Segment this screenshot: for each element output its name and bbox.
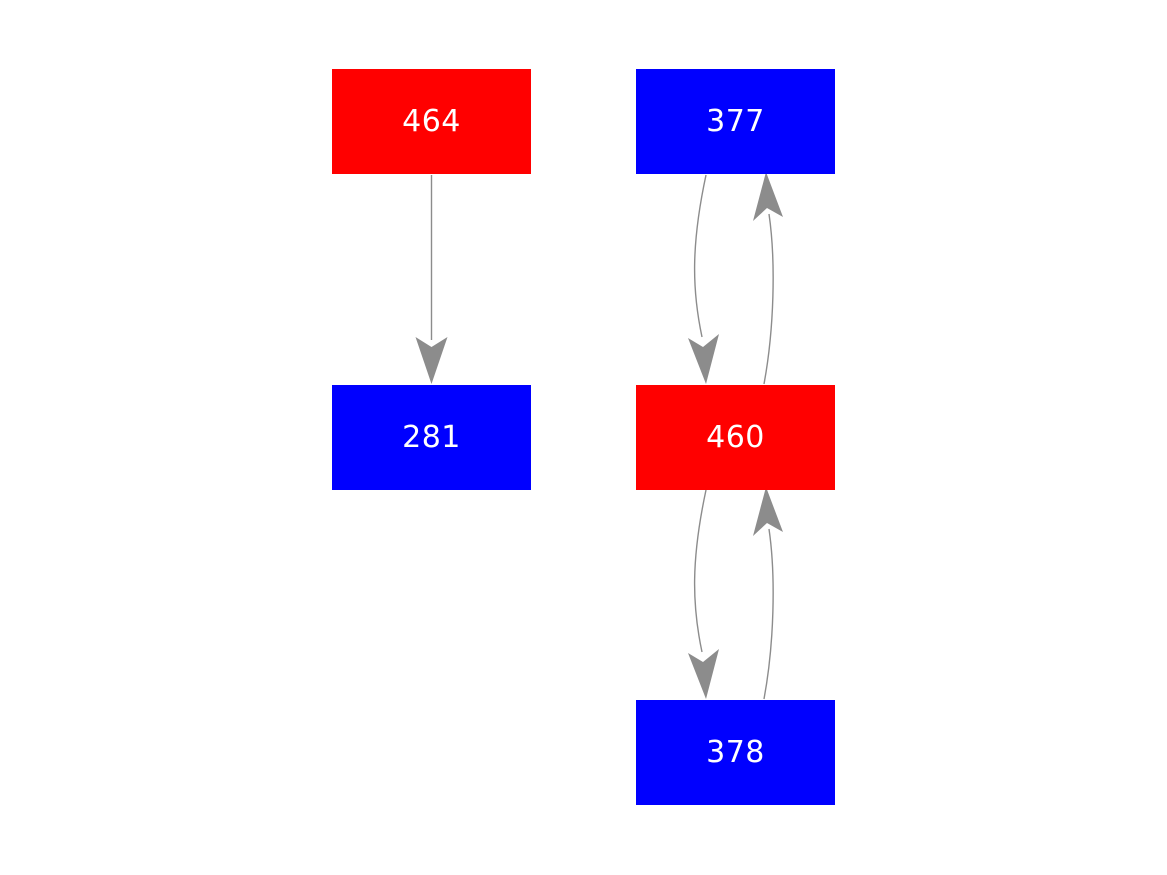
arrow-head-464-281 bbox=[415, 337, 448, 384]
node-377[interactable]: 377 bbox=[636, 69, 835, 174]
edge-line-460-377 bbox=[763, 213, 774, 385]
arrow-head-460-378 bbox=[688, 649, 719, 699]
node-460[interactable]: 460 bbox=[636, 385, 835, 490]
edge-460-to-377 bbox=[753, 172, 783, 385]
edge-line-378-460 bbox=[763, 528, 774, 700]
node-label-281: 281 bbox=[402, 419, 461, 455]
node-281[interactable]: 281 bbox=[332, 385, 531, 490]
arrow-head-377-460 bbox=[688, 334, 719, 384]
node-label-464: 464 bbox=[402, 103, 461, 139]
arrow-head-460-377 bbox=[753, 172, 783, 221]
node-464[interactable]: 464 bbox=[332, 69, 531, 174]
edge-line-460-378 bbox=[693, 489, 707, 653]
node-label-378: 378 bbox=[706, 734, 765, 770]
node-378[interactable]: 378 bbox=[636, 700, 835, 805]
node-label-460: 460 bbox=[706, 419, 765, 455]
edge-377-to-460 bbox=[688, 174, 719, 384]
arrow-head-378-460 bbox=[753, 487, 783, 536]
node-label-377: 377 bbox=[706, 103, 765, 139]
edge-line-377-460 bbox=[693, 174, 707, 338]
edge-460-to-378 bbox=[688, 489, 719, 699]
edge-378-to-460 bbox=[753, 487, 783, 700]
edge-464-to-281 bbox=[415, 175, 448, 384]
